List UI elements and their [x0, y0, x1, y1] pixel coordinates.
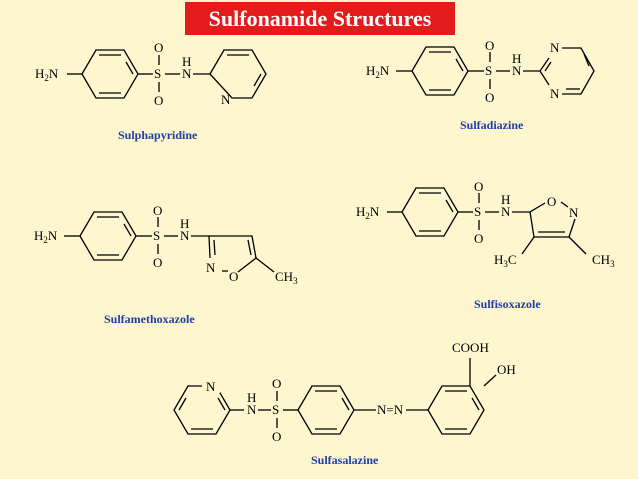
- ring-nitrogen-label: N: [206, 260, 216, 275]
- ring-nitrogen-label: N: [206, 379, 216, 394]
- sulfasalazine-structure: N H N S O O N=N COOH OH Sulfasalazine: [173, 340, 516, 467]
- oxygen-label: O: [485, 90, 494, 105]
- benzene-ring: [81, 49, 139, 99]
- hydroxyl-group-label: OH: [497, 362, 516, 377]
- ring-oxygen-label: O: [229, 269, 238, 284]
- compound-name: Sulphapyridine: [118, 128, 198, 142]
- oxygen-label: O: [485, 38, 494, 53]
- nh-nitrogen-label: N: [512, 63, 522, 78]
- carboxyl-group-label: COOH: [452, 340, 489, 355]
- sulfur-label: S: [485, 63, 492, 78]
- methyl-label: CH3: [275, 269, 298, 286]
- benzene-ring: [411, 46, 469, 96]
- sulfur-label: S: [154, 66, 161, 81]
- benzene-ring: [79, 211, 137, 261]
- oxygen-label: O: [272, 376, 281, 391]
- salicylic-ring: [427, 385, 485, 435]
- nh-nitrogen-label: N: [180, 228, 190, 243]
- oxygen-label: O: [154, 40, 163, 55]
- oxygen-label: O: [272, 429, 281, 444]
- pyrimidine-ring: [539, 57, 550, 86]
- oxygen-label: O: [474, 231, 483, 246]
- oxygen-label: O: [153, 203, 162, 218]
- amino-group-label: H2N: [34, 228, 58, 245]
- sulfadiazine-structure: H2N S O O H N N N Sulfadiazine: [366, 38, 595, 132]
- methyl-label: CH3: [592, 252, 615, 269]
- benzene-ring: [401, 187, 459, 237]
- benzene-ring: [297, 385, 355, 435]
- nh-hydrogen-label: H: [512, 51, 521, 66]
- azo-group-label: N=N: [377, 402, 404, 417]
- amino-group-label: H2N: [366, 63, 390, 80]
- page-title: Sulfonamide Structures: [185, 2, 455, 35]
- methyl-label: H3C: [494, 252, 517, 269]
- ring-nitrogen-label: N: [221, 92, 231, 107]
- oxygen-label: O: [153, 255, 162, 270]
- sulfur-label: S: [153, 228, 160, 243]
- ring-oxygen-label: O: [547, 194, 556, 209]
- pyridine-ring: [173, 385, 231, 435]
- ring-nitrogen-label: N: [569, 205, 579, 220]
- amino-group-label: H2N: [35, 66, 59, 83]
- ring-nitrogen-label: N: [550, 86, 560, 101]
- nh-nitrogen-label: N: [182, 66, 192, 81]
- compound-name: Sulfasalazine: [311, 453, 379, 467]
- nh-hydrogen-label: H: [501, 192, 510, 207]
- oxygen-label: O: [154, 93, 163, 108]
- sulfamethoxazole-structure: H2N S O O H N N O CH3 Sulfamethoxazole: [34, 203, 298, 326]
- nh-hydrogen-label: H: [247, 390, 256, 405]
- isoxazole-ring: [208, 235, 257, 273]
- nh-nitrogen-label: N: [247, 402, 257, 417]
- sulphapyridine-structure: H2N S O O H N N Sulphapyridine: [35, 40, 267, 142]
- pyridine-ring: [209, 49, 267, 99]
- sulfisoxazole-structure: H2N S O O H N O N H3C CH3 Sulfisoxazole: [356, 179, 615, 311]
- amino-group-label: H2N: [356, 204, 380, 221]
- sulfur-label: S: [474, 204, 481, 219]
- oxygen-label: O: [474, 179, 483, 194]
- ring-nitrogen-label: N: [550, 40, 560, 55]
- nh-hydrogen-label: H: [182, 54, 191, 69]
- compound-name: Sulfisoxazole: [474, 297, 541, 311]
- sulfur-label: S: [272, 402, 279, 417]
- nh-nitrogen-label: N: [501, 204, 511, 219]
- compound-name: Sulfadiazine: [460, 118, 524, 132]
- compound-name: Sulfamethoxazole: [104, 312, 195, 326]
- nh-hydrogen-label: H: [180, 216, 189, 231]
